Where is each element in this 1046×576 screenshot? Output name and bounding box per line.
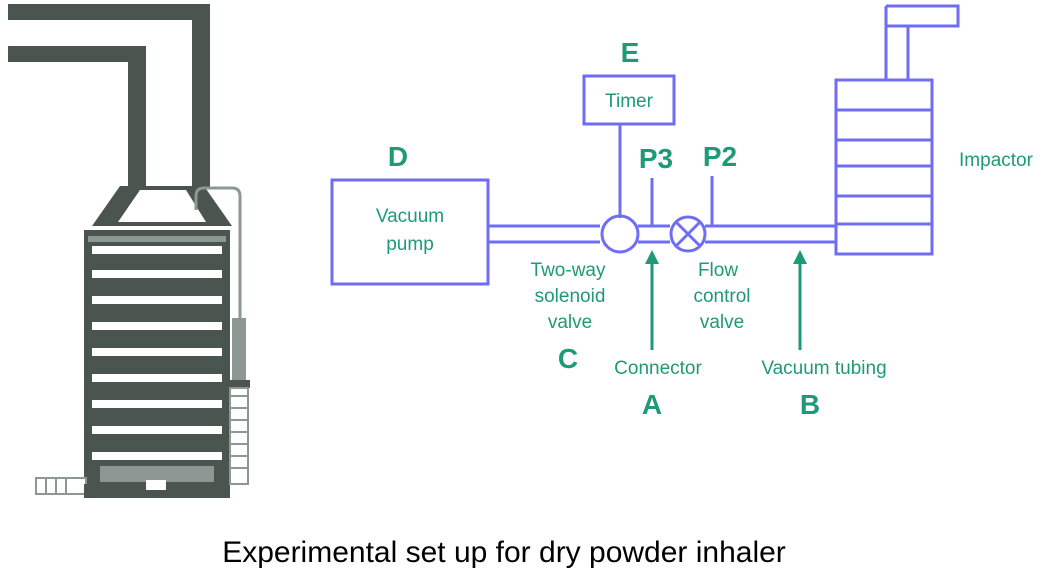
- solenoid-label-line2: solenoid: [535, 286, 606, 307]
- timer-letter: E: [621, 37, 640, 68]
- bottom-outlet: [35, 477, 208, 498]
- solenoid-valve: [600, 214, 640, 254]
- schematic: [330, 4, 960, 286]
- vacuum-pump-label-line1: Vacuum: [376, 206, 444, 227]
- flow-control-valve: [669, 215, 707, 253]
- arrows: [645, 250, 807, 350]
- vacuum-tubing-label: Vacuum tubing: [761, 358, 886, 379]
- figure-caption: Experimental set up for dry powder inhal…: [222, 536, 786, 569]
- side-tube: [194, 186, 242, 322]
- solenoid-letter: C: [558, 343, 578, 374]
- connector-letter: A: [642, 389, 662, 420]
- vacuum-pump-label-line2: pump: [386, 234, 434, 255]
- vacuum-tubing-letter: B: [800, 389, 820, 420]
- vacuum-fitting: [228, 318, 250, 485]
- timer-label: Timer: [605, 91, 654, 112]
- impactor-illustration: [8, 4, 250, 498]
- p3-label: P3: [639, 143, 673, 174]
- impactor-label: Impactor: [959, 150, 1034, 171]
- impactor-schematic: [834, 4, 960, 256]
- flow-valve-label-line1: Flow: [698, 260, 738, 281]
- stage-plates: [92, 246, 222, 460]
- vacuum-pump-box: [330, 178, 490, 286]
- connector-label: Connector: [614, 358, 702, 379]
- solenoid-label-line1: Two-way: [531, 260, 606, 281]
- p2-label: P2: [703, 141, 737, 172]
- flow-valve-label-line2: control: [693, 286, 750, 307]
- vacuum-pump-letter: D: [388, 141, 408, 172]
- flow-valve-label-line3: valve: [700, 312, 744, 333]
- solenoid-label-line3: valve: [548, 312, 592, 333]
- timer-box: [582, 74, 676, 126]
